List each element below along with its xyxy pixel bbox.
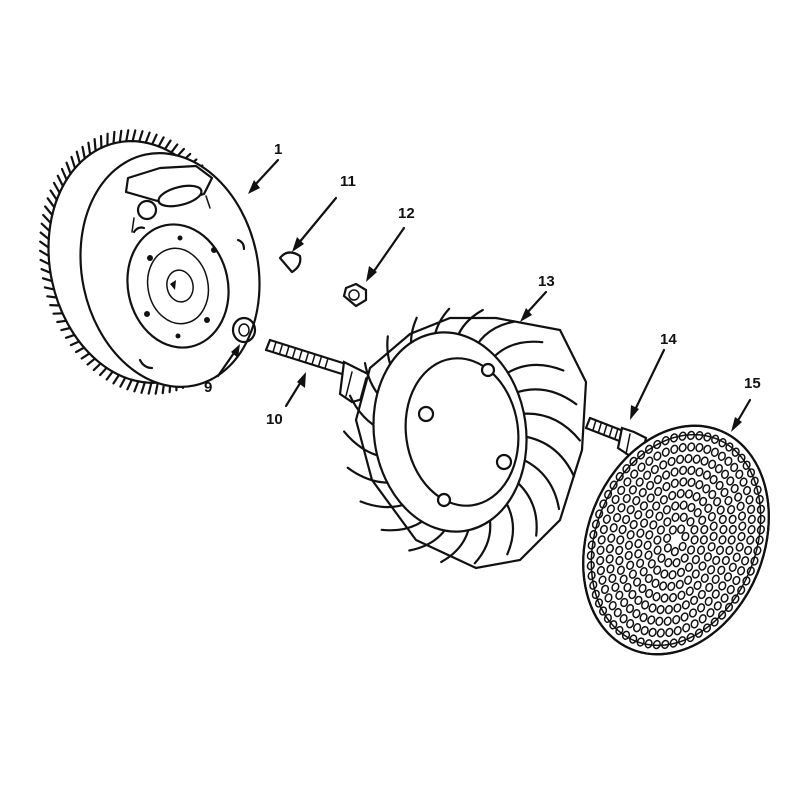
callout-1: 1 [248, 141, 282, 194]
callout-12-label: 12 [398, 205, 415, 222]
callout-15-label: 15 [744, 375, 761, 392]
screw-threads [592, 419, 619, 440]
callout-9: 9 [204, 344, 240, 396]
washer [231, 316, 257, 344]
callout-11: 11 [292, 173, 356, 252]
rotating-screen [582, 424, 770, 656]
cooling-fan [343, 307, 588, 570]
callout-9-label: 9 [204, 379, 212, 396]
callout-15: 15 [731, 375, 761, 432]
callout-14-label: 14 [660, 331, 677, 348]
flywheel [39, 129, 261, 395]
callout-12: 12 [366, 205, 415, 282]
callout-14: 14 [630, 331, 677, 420]
bolt [264, 338, 374, 404]
nut [342, 282, 368, 308]
callout-10-label: 10 [266, 411, 283, 428]
woodruff-key [278, 251, 302, 274]
callout-13-label: 13 [538, 273, 555, 290]
callout-10: 10 [266, 372, 306, 428]
callout-1-label: 1 [274, 141, 282, 158]
callout-11-label: 11 [340, 173, 356, 190]
bolt-threads [272, 341, 329, 370]
callout-13: 13 [520, 273, 555, 322]
